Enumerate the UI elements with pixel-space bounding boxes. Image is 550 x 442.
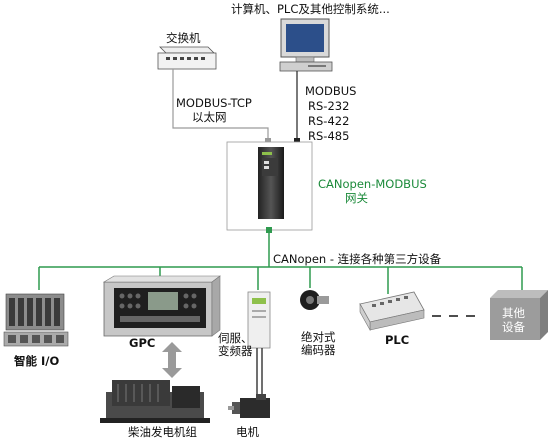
plc-label: PLC bbox=[385, 333, 410, 347]
switch-label: 交换机 bbox=[166, 31, 201, 45]
generator-label: 柴油发电机组 bbox=[128, 425, 197, 439]
ethernet-label: 以太网 bbox=[192, 110, 227, 124]
other-equipment-box bbox=[490, 290, 548, 340]
rs422-label: RS-422 bbox=[308, 114, 350, 128]
encoder-label-line1: 绝对式 bbox=[301, 330, 336, 344]
computer-label: 计算机、PLC及其他控制系统... bbox=[231, 2, 390, 16]
gpc-controller bbox=[102, 275, 221, 337]
other-label-line2: 设备 bbox=[502, 320, 525, 334]
generator-set bbox=[100, 380, 210, 423]
rs232-label: RS-232 bbox=[308, 99, 350, 113]
encoder-label-line2: 编码器 bbox=[301, 343, 336, 357]
modbus-tcp-label: MODBUS-TCP bbox=[176, 96, 252, 110]
double-arrow-icon bbox=[162, 342, 182, 378]
servo-label-line2: 变频器 bbox=[218, 344, 253, 358]
smart-io-device bbox=[3, 293, 69, 347]
gateway-cn-label: 网关 bbox=[345, 191, 368, 205]
gpc-label: GPC bbox=[129, 336, 156, 350]
plc-device bbox=[359, 291, 425, 332]
absolute-encoder-icon bbox=[300, 290, 329, 310]
motor-icon bbox=[228, 394, 270, 418]
servo-drive bbox=[247, 291, 271, 398]
computer-icon bbox=[279, 18, 333, 72]
motor-label: 电机 bbox=[236, 425, 259, 439]
smart-io-label: 智能 I/O bbox=[14, 354, 60, 368]
ethernet-line bbox=[172, 69, 271, 144]
canopen-bus-label: CANopen - 连接各种第三方设备 bbox=[273, 252, 442, 266]
modbus-serial-label: MODBUS bbox=[305, 84, 357, 98]
canopen-bus bbox=[38, 227, 523, 294]
serial-line bbox=[294, 71, 300, 144]
rs485-label: RS-485 bbox=[308, 129, 350, 143]
other-label-line1: 其他 bbox=[502, 306, 525, 320]
servo-label-line1: 伺服、 bbox=[218, 331, 253, 345]
switch-icon bbox=[157, 46, 217, 70]
gateway-device bbox=[226, 141, 313, 231]
gateway-name-label: CANopen-MODBUS bbox=[318, 177, 427, 191]
